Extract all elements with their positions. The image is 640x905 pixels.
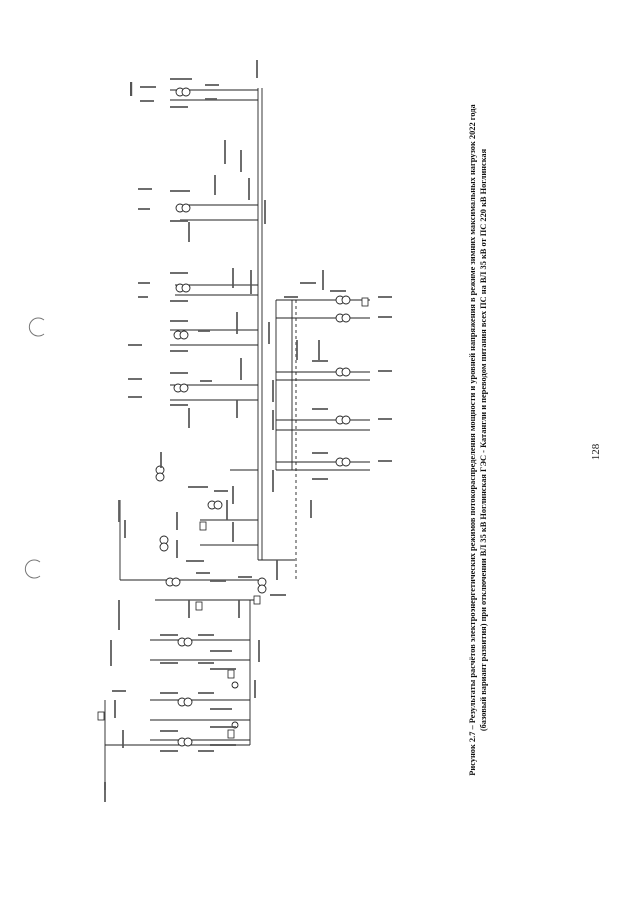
caption-line-2: (базовый вариант развития) при отключени… <box>479 148 488 732</box>
hole-punch-mark <box>24 559 41 579</box>
page-number: 128 <box>590 443 602 461</box>
hole-punch-mark <box>28 317 45 337</box>
caption-line-1: Рисунок 2.7 – Результаты расчётов электр… <box>468 104 477 776</box>
figure-caption: Рисунок 2.7 – Результаты расчётов электр… <box>467 70 489 810</box>
